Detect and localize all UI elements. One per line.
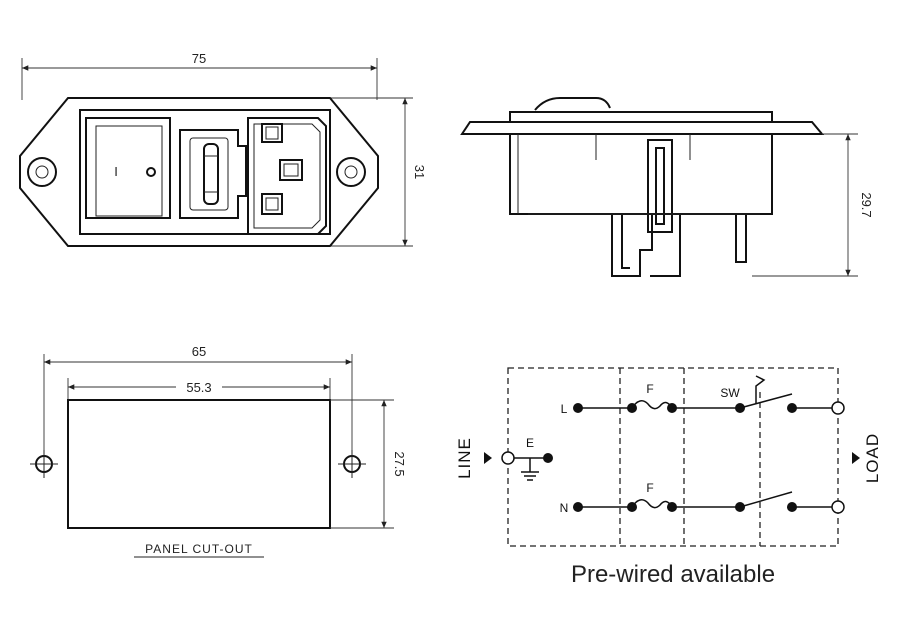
switch-actuator <box>755 375 766 404</box>
side-rocker <box>534 97 611 111</box>
cutout-outer-dim: 65 <box>192 344 206 359</box>
front-flange-outline <box>19 97 379 247</box>
iec-inlet <box>247 117 327 235</box>
switch-label: SW <box>720 386 740 400</box>
side-terminal-right <box>735 213 747 263</box>
front-view: 75 31 I <box>19 51 427 247</box>
side-fuse-clip <box>647 139 673 233</box>
switch-on-symbol <box>146 167 156 177</box>
fuse-cartridge <box>203 143 219 205</box>
iec-pin-bottom <box>261 193 283 215</box>
side-view: 29.7 <box>460 97 874 277</box>
cutout-height-dim: 27.5 <box>392 451 407 476</box>
front-width-dim: 75 <box>192 51 206 66</box>
wiring-schematic: LINE LOAD E L F SW N <box>455 367 882 588</box>
fuse-bottom <box>631 499 673 509</box>
load-terminal-l <box>831 401 845 415</box>
side-height-dim: 29.7 <box>859 192 874 217</box>
fuse-label-top: F <box>646 382 653 396</box>
schematic-enclosure <box>507 367 839 547</box>
side-terminal-left <box>611 214 653 277</box>
line-arrow-icon <box>484 452 492 464</box>
load-label: LOAD <box>863 433 882 483</box>
switch-contact-top <box>739 393 793 409</box>
cutout-caption: PANEL CUT-OUT <box>145 542 253 556</box>
side-body <box>509 133 773 215</box>
switch-contact-bottom <box>739 491 793 508</box>
front-body <box>79 109 331 235</box>
front-height-dim: 31 <box>412 165 427 179</box>
mount-hole-right <box>336 157 366 187</box>
neutral-label: N <box>560 501 569 515</box>
side-flange <box>460 121 825 135</box>
mount-hole-left <box>27 157 57 187</box>
earth-terminal <box>501 451 515 465</box>
earth-label: E <box>526 436 534 450</box>
iec-pin-top <box>261 123 283 143</box>
iec-pin-middle <box>279 159 303 181</box>
fuse-label-bottom: F <box>646 481 653 495</box>
panel-cutout: 65 55.3 27.5 PANEL CUT-OUT <box>30 344 407 558</box>
schematic-caption: Pre-wired available <box>571 561 775 588</box>
ground-icon <box>521 458 539 481</box>
cutout-rectangle <box>67 399 331 529</box>
fuse-holder <box>179 129 247 219</box>
line-label: LINE <box>455 437 474 479</box>
rocker-switch <box>85 117 171 219</box>
load-arrow-icon <box>852 452 860 464</box>
fuse-top <box>631 400 673 410</box>
cutout-inner-dim: 55.3 <box>186 380 211 395</box>
load-terminal-n <box>831 500 845 514</box>
live-label: L <box>561 402 568 416</box>
switch-off-symbol: I <box>114 164 118 179</box>
